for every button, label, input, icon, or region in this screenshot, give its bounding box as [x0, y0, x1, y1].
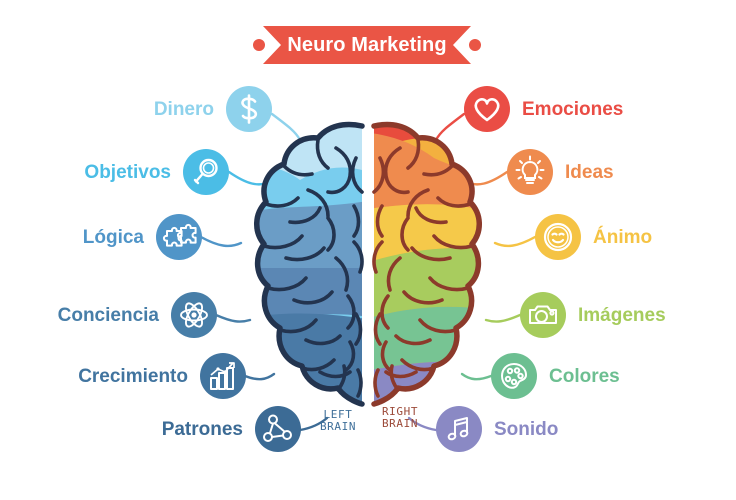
- left-brain-caption: LEFT BRAIN: [312, 409, 364, 433]
- node-ideas[interactable]: Ideas: [507, 149, 736, 195]
- node-imagenes[interactable]: Imágenes: [520, 292, 736, 338]
- node-label-colores: Colores: [549, 365, 620, 387]
- banner-dot-left: [253, 39, 265, 51]
- right-brain-caption-line1: RIGHT: [381, 405, 419, 418]
- heart-icon[interactable]: [464, 86, 510, 132]
- palette-icon[interactable]: [491, 353, 537, 399]
- page-title: Neuro Marketing: [287, 33, 447, 56]
- node-sonido[interactable]: Sonido: [436, 406, 736, 452]
- node-logica[interactable]: Lógica: [0, 214, 202, 260]
- node-colores[interactable]: Colores: [491, 353, 736, 399]
- lightbulb-icon[interactable]: [507, 149, 553, 195]
- dollar-icon[interactable]: [226, 86, 272, 132]
- node-label-conciencia: Conciencia: [57, 304, 159, 326]
- right-brain-caption: RIGHT BRAIN: [372, 406, 428, 430]
- node-conciencia[interactable]: Conciencia: [0, 292, 217, 338]
- node-emociones[interactable]: Emociones: [464, 86, 736, 132]
- node-objetivos[interactable]: Objetivos: [0, 149, 229, 195]
- node-patrones[interactable]: Patrones: [0, 406, 301, 452]
- node-label-imagenes: Imágenes: [578, 304, 666, 326]
- magnifier-icon[interactable]: [183, 149, 229, 195]
- puzzle-icon[interactable]: [156, 214, 202, 260]
- music-note-icon[interactable]: [436, 406, 482, 452]
- brain-left-gyri: [262, 138, 364, 398]
- camera-icon[interactable]: [520, 292, 566, 338]
- brain-right-outline: [371, 121, 482, 407]
- left-brain-caption-line1: LEFT: [323, 408, 353, 421]
- node-animo[interactable]: Ánimo: [535, 214, 736, 260]
- node-label-emociones: Emociones: [522, 98, 624, 120]
- brain-left-outline: [254, 121, 365, 407]
- right-brain-caption-line2: BRAIN: [381, 417, 419, 430]
- smiley-icon[interactable]: [535, 214, 581, 260]
- node-label-sonido: Sonido: [494, 418, 559, 440]
- node-label-dinero: Dinero: [153, 98, 214, 120]
- left-brain-caption-line2: BRAIN: [319, 420, 357, 433]
- banner-dot-right: [469, 39, 481, 51]
- brain-illustration: [224, 118, 512, 410]
- node-label-logica: Lógica: [82, 226, 144, 248]
- node-dinero[interactable]: Dinero: [0, 86, 272, 132]
- brain-right-gyri: [372, 138, 474, 398]
- node-label-ideas: Ideas: [565, 161, 614, 183]
- node-label-animo: Ánimo: [593, 226, 653, 248]
- atom-icon[interactable]: [171, 292, 217, 338]
- node-label-crecimiento: Crecimiento: [78, 365, 188, 387]
- bar-chart-icon[interactable]: [200, 353, 246, 399]
- node-label-objetivos: Objetivos: [84, 161, 171, 183]
- title-banner: Neuro Marketing: [253, 26, 481, 64]
- node-label-patrones: Patrones: [161, 418, 243, 440]
- node-crecimiento[interactable]: Crecimiento: [0, 353, 246, 399]
- network-nodes-icon[interactable]: [255, 406, 301, 452]
- banner-ribbon: [263, 26, 471, 64]
